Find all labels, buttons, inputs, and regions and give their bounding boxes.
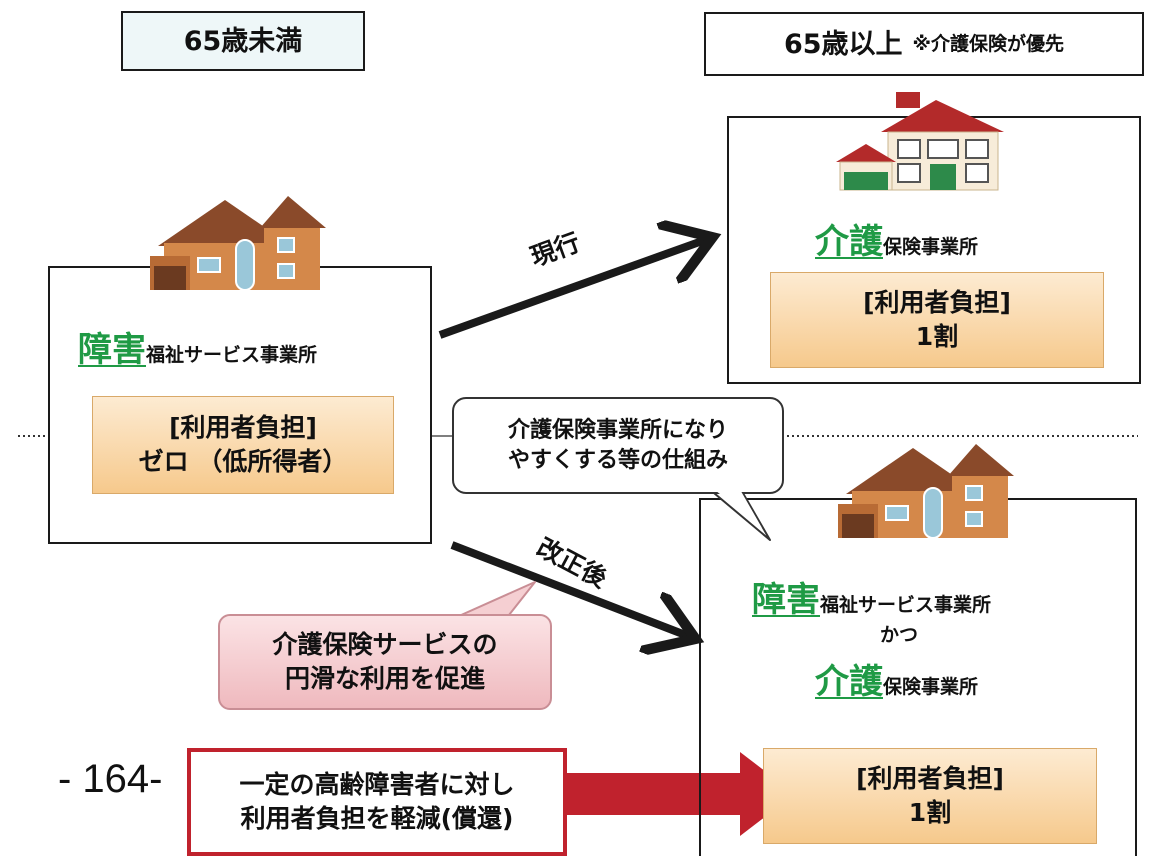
header-over-65-text: 65歳以上 bbox=[783, 28, 903, 60]
bottom-right-burden-box: [利用者負担] 1割 bbox=[763, 748, 1097, 844]
mechanism-callout: 介護保険事業所になり やすくする等の仕組み bbox=[452, 397, 784, 494]
bottom-right-burden-value: 1割 bbox=[908, 798, 952, 827]
combined-rest-1: 福祉サービス事業所 bbox=[820, 594, 992, 616]
combined-facility-label-1: 障害福祉サービス事業所 bbox=[752, 572, 991, 621]
top-right-burden-title: [利用者負担] bbox=[863, 288, 1011, 318]
combined-rest-2: 保険事業所 bbox=[883, 676, 979, 698]
top-right-burden-value: 1割 bbox=[915, 322, 959, 351]
combined-facility-label-2: 介護保険事業所 bbox=[815, 654, 978, 703]
promote-callout: 介護保険サービスの 円滑な利用を促進 bbox=[218, 614, 552, 710]
top-right-burden-box: [利用者負担] 1割 bbox=[770, 272, 1104, 368]
header-over-65-note: ※介護保険が優先 bbox=[912, 32, 1065, 55]
bottom-right-burden-title: [利用者負担] bbox=[856, 764, 1004, 794]
house-icon-left bbox=[150, 196, 326, 291]
disability-facility-rest: 福祉サービス事業所 bbox=[146, 344, 318, 366]
left-burden-box: [利用者負担] ゼロ （低所得者） bbox=[92, 396, 394, 494]
left-burden-value: ゼロ （低所得者） bbox=[138, 447, 348, 476]
combined-facility-conj: かつ bbox=[880, 624, 919, 646]
header-under-65-text: 65歳未満 bbox=[183, 25, 303, 57]
care-facility-rest: 保険事業所 bbox=[883, 236, 979, 258]
mechanism-line-1: 介護保険事業所になり bbox=[507, 417, 728, 443]
red-arrow-shaft bbox=[565, 773, 743, 815]
combined-highlight-care: 介護 bbox=[815, 662, 883, 702]
disability-highlight: 障害 bbox=[78, 330, 146, 370]
house-icon-top-right bbox=[836, 92, 1004, 191]
header-over-65: 65歳以上 ※介護保険が優先 bbox=[704, 12, 1144, 76]
page-number: - 164- bbox=[58, 757, 163, 801]
care-highlight: 介護 bbox=[815, 222, 883, 262]
left-burden-title: [利用者負担] bbox=[169, 413, 317, 443]
arrow-revised bbox=[450, 541, 688, 636]
care-facility-label: 介護保険事業所 bbox=[815, 214, 978, 263]
house-icon-bottom-right bbox=[838, 444, 1014, 539]
promote-line-2: 円滑な利用を促進 bbox=[284, 664, 485, 693]
combined-highlight-disability: 障害 bbox=[752, 580, 820, 620]
reduce-line-1: 一定の高齢障害者に対し bbox=[239, 770, 515, 800]
header-under-65: 65歳未満 bbox=[121, 11, 365, 71]
mechanism-line-2: やすくする等の仕組み bbox=[507, 447, 728, 473]
reduce-burden-box: 一定の高齢障害者に対し 利用者負担を軽減(償還) bbox=[187, 748, 567, 856]
arrow-current bbox=[438, 240, 705, 339]
disability-facility-label: 障害福祉サービス事業所 bbox=[78, 322, 317, 371]
promote-line-1: 介護保険サービスの bbox=[272, 630, 498, 660]
reduce-line-2: 利用者負担を軽減(償還) bbox=[240, 804, 514, 833]
